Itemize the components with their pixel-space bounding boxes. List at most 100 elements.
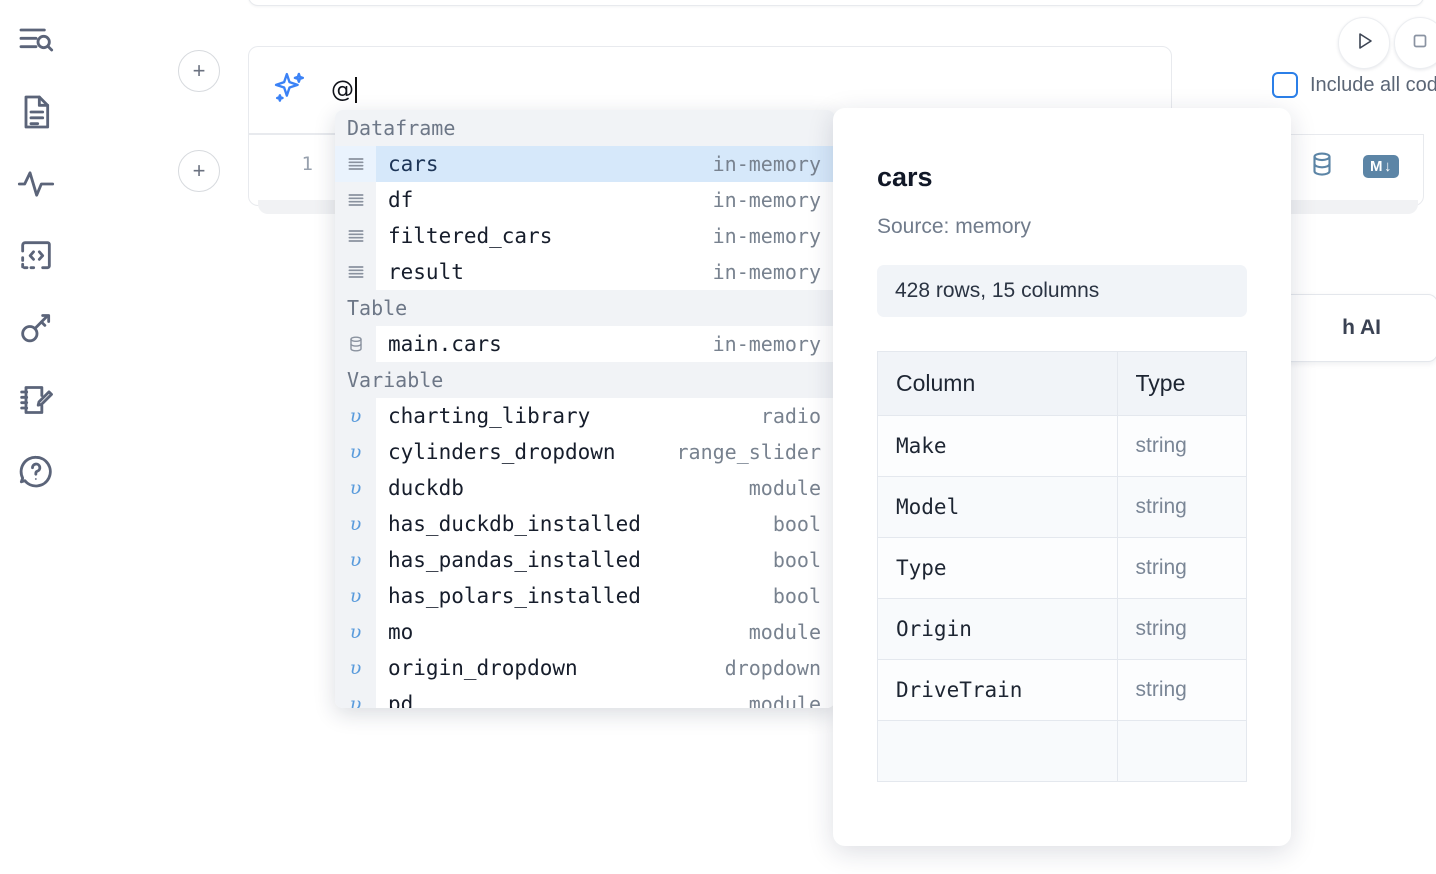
- completion-option-type: in-memory: [712, 224, 821, 248]
- ai-prompt-value: @: [331, 77, 354, 103]
- completion-group-header: Dataframe: [335, 110, 835, 146]
- completion-option[interactable]: υ origin_dropdown dropdown: [335, 650, 835, 686]
- run-button[interactable]: [1338, 17, 1390, 69]
- completion-option[interactable]: result in-memory: [335, 254, 835, 290]
- completion-option-body: mo module: [376, 614, 835, 650]
- info-card-title: cars: [877, 162, 933, 192]
- sparkle-icon: [271, 69, 309, 112]
- variable-icon: υ: [335, 650, 376, 686]
- help-icon: [16, 452, 56, 492]
- activity-icon: [16, 164, 56, 204]
- schema-column-type: string: [1116, 537, 1247, 599]
- completion-option-name: has_polars_installed: [388, 584, 641, 608]
- key-icon: [16, 308, 56, 348]
- completion-option-body: result in-memory: [376, 254, 835, 290]
- completion-option-name: cars: [388, 152, 439, 176]
- completion-option-type: module: [748, 692, 821, 708]
- variable-icon: υ: [335, 470, 376, 506]
- sidebar-item-secrets[interactable]: [10, 302, 62, 354]
- plus-icon: +: [192, 58, 206, 83]
- completion-option-name: has_duckdb_installed: [388, 512, 641, 536]
- include-all-code-row[interactable]: Include all code: [1272, 72, 1436, 98]
- schema-column-name: [877, 720, 1118, 782]
- cell-above[interactable]: [248, 0, 1424, 6]
- completion-option-type: module: [748, 620, 821, 644]
- sidebar-item-snippets[interactable]: [10, 230, 62, 282]
- schema-column-name: DriveTrain: [877, 659, 1118, 721]
- line-number: 1: [301, 153, 313, 175]
- schema-column-type: string: [1116, 415, 1247, 477]
- sidebar-item-file-explorer[interactable]: [10, 14, 62, 66]
- completion-option-name: duckdb: [388, 476, 464, 500]
- schema-table-head: Column Type: [877, 351, 1247, 416]
- document-icon: [16, 92, 56, 132]
- variable-icon: υ: [335, 686, 376, 708]
- include-all-code-checkbox[interactable]: [1272, 72, 1298, 98]
- completion-option[interactable]: cars in-memory: [335, 146, 835, 182]
- completion-option-type: range_slider: [676, 440, 822, 464]
- completion-option-name: result: [388, 260, 464, 284]
- markdown-icon[interactable]: M ↓: [1363, 155, 1399, 178]
- sidebar-item-document[interactable]: [10, 86, 62, 138]
- completion-option-type: in-memory: [712, 332, 821, 356]
- plus-icon: +: [192, 158, 206, 183]
- sidebar-item-scratchpad[interactable]: [10, 374, 62, 426]
- completion-option-type: module: [748, 476, 821, 500]
- completion-option-type: radio: [760, 404, 821, 428]
- add-cell-button-bottom[interactable]: +: [178, 150, 220, 192]
- schema-column-name: Type: [877, 537, 1118, 599]
- schema-table-header-row: Column Type: [877, 351, 1247, 416]
- completion-option-type: dropdown: [724, 656, 821, 680]
- generate-with-ai-label: h AI: [1342, 316, 1381, 339]
- completion-option-name: has_pandas_installed: [388, 548, 641, 572]
- database-icon[interactable]: [1307, 149, 1337, 184]
- completion-option-name: mo: [388, 620, 414, 644]
- completion-option-type: in-memory: [712, 260, 821, 284]
- sidebar-item-help[interactable]: [10, 446, 62, 498]
- add-cell-button-top[interactable]: +: [178, 50, 220, 92]
- schema-column-type: string: [1116, 476, 1247, 538]
- schema-column-type: string: [1116, 598, 1247, 660]
- stop-button[interactable]: [1394, 17, 1436, 69]
- dataframe-icon: [335, 218, 376, 254]
- table-row: [877, 720, 1247, 782]
- file-explorer-icon: [16, 20, 56, 60]
- completion-option-type: in-memory: [712, 188, 821, 212]
- sidebar-item-activity[interactable]: [10, 158, 62, 210]
- completion-option-type: in-memory: [712, 152, 821, 176]
- schema-column-name: Make: [877, 415, 1118, 477]
- completion-group-header: Variable: [335, 362, 835, 398]
- completion-option-name: origin_dropdown: [388, 656, 578, 680]
- cell-action-icons: M ↓: [1307, 149, 1399, 184]
- completion-option-type: bool: [772, 584, 821, 608]
- completion-option-body: has_polars_installed bool: [376, 578, 835, 614]
- ai-prompt-input[interactable]: @: [331, 70, 1171, 110]
- scratchpad-icon: [16, 380, 56, 420]
- completion-option-body: duckdb module: [376, 470, 835, 506]
- completion-option-body: origin_dropdown dropdown: [376, 650, 835, 686]
- schema-column-type: [1116, 720, 1247, 782]
